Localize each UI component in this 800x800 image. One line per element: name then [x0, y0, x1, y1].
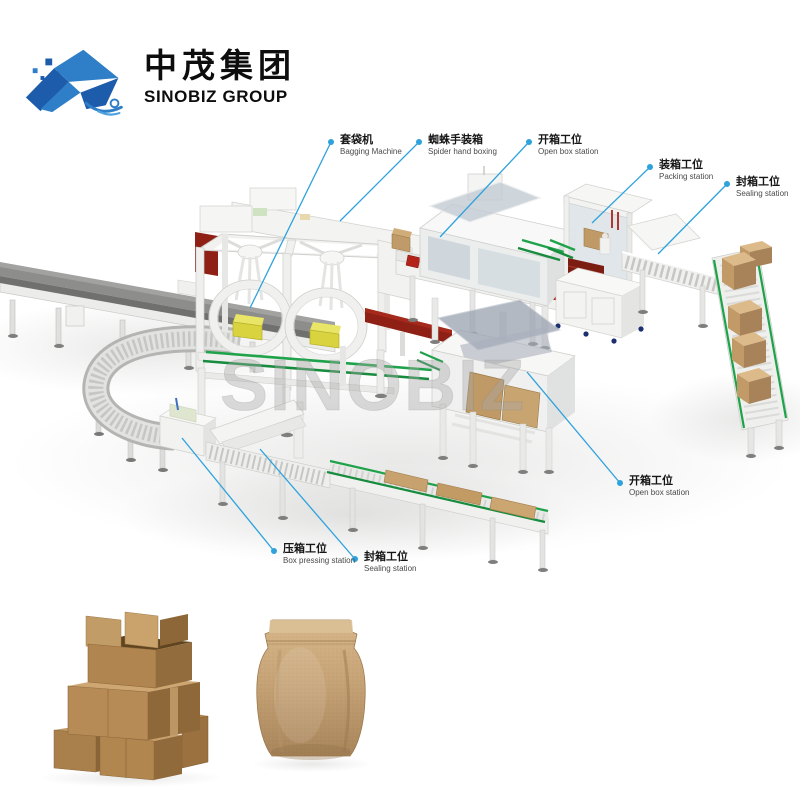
callout-box-pressing-station: 压箱工位 Box pressing station: [283, 543, 355, 565]
callout-cn-label: 开箱工位: [629, 475, 673, 487]
callout-en-label: Spider hand boxing: [428, 147, 497, 157]
callout-dot: [617, 480, 623, 486]
carton-boxes-photo: [38, 611, 222, 787]
callout-cn-label: 封箱工位: [736, 176, 780, 188]
callout-lines: [181, 141, 728, 560]
callout-cn-label: 封箱工位: [364, 551, 408, 563]
logo-english-name: SINOBIZ GROUP: [144, 87, 288, 107]
curved-conveyor: [82, 325, 242, 472]
callout-en-label: Bagging Machine: [340, 147, 402, 157]
press-station: [159, 397, 331, 489]
callout-line-open-box-station-bottom: [526, 371, 621, 484]
callout-en-label: Packing station: [659, 172, 714, 182]
callout-en-label: Open box station: [629, 488, 690, 498]
callout-dot: [526, 139, 532, 145]
callout-packing-station: 装箱工位 Packing station: [659, 159, 713, 181]
callout-dot: [352, 556, 358, 562]
callout-line-sealing-station-bottom: [259, 448, 356, 560]
callout-spider-hand-boxing: 蜘蛛手装箱 Spider hand boxing: [428, 134, 497, 156]
watermark-text: SINOBIZ: [220, 346, 526, 426]
callout-en-label: Box pressing station: [283, 556, 356, 566]
red-transfer-conveyor: [365, 308, 452, 356]
logo-chinese-name: 中茂集团: [144, 46, 296, 84]
callout-dot: [416, 139, 422, 145]
callout-cn-label: 蜘蛛手装箱: [428, 134, 483, 146]
packing-station-machine: [547, 183, 653, 344]
kraft-pouch-photo: [252, 619, 372, 772]
outfeed-box-conveyor: [711, 241, 789, 458]
callout-cn-label: 装箱工位: [659, 159, 703, 171]
callout-sealing-station-right: 封箱工位 Sealing station: [736, 176, 788, 198]
logo: 中茂集团 SINOBIZ GROUP: [22, 38, 296, 118]
outfeed-flat-conveyor: [218, 459, 549, 572]
callout-line-open-box-station-top: [439, 141, 530, 238]
callout-cn-label: 压箱工位: [283, 543, 327, 555]
callout-line-box-pressing-station: [181, 437, 275, 552]
callout-line-bagging-machine: [249, 141, 332, 309]
callout-sealing-station-bottom: 封箱工位 Sealing station: [364, 551, 416, 573]
callout-en-label: Sealing station: [736, 189, 789, 199]
callout-open-box-station-bottom: 开箱工位 Open box station: [629, 475, 689, 497]
callout-dot: [724, 181, 730, 187]
sealing-conveyor: [621, 213, 725, 328]
callout-en-label: Open box station: [538, 147, 599, 157]
callout-bagging-machine: 套袋机 Bagging Machine: [340, 134, 402, 156]
callout-open-box-station-top: 开箱工位 Open box station: [538, 134, 598, 156]
callout-dot: [271, 548, 277, 554]
callout-en-label: Sealing station: [364, 564, 417, 574]
callout-cn-label: 套袋机: [340, 134, 373, 146]
callout-dot: [328, 139, 334, 145]
callout-line-spider-hand-boxing: [339, 141, 420, 222]
logo-mark-icon: [25, 49, 123, 116]
callout-cn-label: 开箱工位: [538, 134, 582, 146]
case-erector-bottom: [416, 299, 576, 474]
logo-text: 中茂集团 SINOBIZ GROUP: [144, 46, 296, 108]
callout-line-packing-station: [591, 166, 651, 224]
callout-dot: [647, 164, 653, 170]
callout-line-sealing-station-right: [657, 183, 728, 255]
callout-dots: [271, 139, 730, 562]
